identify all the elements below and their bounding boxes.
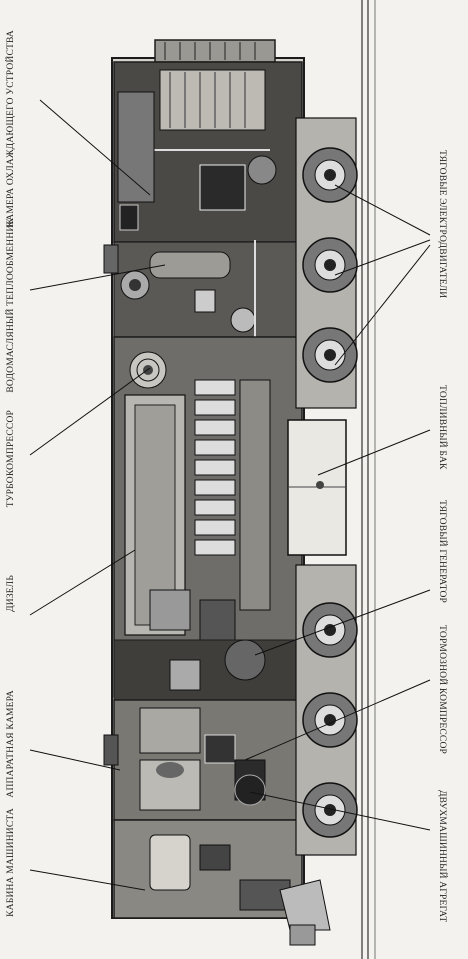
label-driver-cab: КАБИНА МАШИНИСТА	[6, 808, 16, 917]
label-fuel-tank: ТОПЛИВНЫЙ БАК	[437, 385, 447, 470]
label-traction-motors: ТЯГОВЫЕ ЭЛЕКТРОДВИГАТЕЛИ	[437, 150, 447, 299]
heat-exchanger-section	[103, 240, 303, 340]
leader-driver-cab	[29, 869, 146, 891]
label-traction-generator: ТЯГОВЫЙ ГЕНЕРАТОР	[437, 500, 447, 604]
leader-fuel-tank	[317, 429, 431, 476]
rear-bogie	[295, 564, 358, 856]
traction-motor-wheel	[302, 602, 358, 658]
label-heat-exchanger: ВОДОМАСЛЯНЫЙ ТЕПЛООБМЕННИК	[6, 218, 16, 393]
traction-motor-wheel	[302, 692, 358, 748]
label-turbocharger: ТУРБОКОМПРЕССОР	[6, 410, 16, 508]
leader-turbocharger	[29, 367, 151, 456]
front-bogie	[295, 117, 358, 409]
traction-motor-wheel	[302, 782, 358, 838]
leader-cooling-chamber	[39, 99, 151, 196]
traction-motor-wheel	[302, 147, 358, 203]
leader-traction-motor-2	[334, 239, 431, 276]
diesel-section	[113, 336, 303, 698]
traction-motor-wheel	[302, 327, 358, 383]
fuel-tank	[287, 419, 347, 556]
traction-motor-wheel	[302, 237, 358, 293]
label-apparatus-chamber: АППАРАТНАЯ КАМЕРА	[6, 690, 16, 798]
label-cooling-chamber: КАМЕРА ОХЛАЖДАЮЩЕГО УСТРОЙСТВА	[6, 30, 16, 228]
leader-traction-motor-1	[334, 184, 431, 236]
leader-heat-exchanger	[29, 264, 166, 291]
label-motor-generator-set: ДВУХМАШИННЫЙ АГРЕГАТ	[437, 790, 447, 923]
traction-generator-section	[113, 639, 303, 701]
leader-motor-generator-set	[249, 791, 431, 831]
rails	[361, 0, 376, 959]
leader-apparatus-chamber	[29, 749, 121, 771]
leader-traction-motor-3	[334, 244, 431, 366]
leader-brake-compressor	[244, 679, 431, 761]
cooling-chamber-section	[113, 61, 303, 243]
label-diesel: ДИЗЕЛЬ	[6, 575, 16, 612]
driver-cab-section	[113, 819, 331, 946]
label-brake-compressor: ТОРМОЗНОЙ КОМПРЕССОР	[437, 625, 447, 755]
leader-traction-generator	[254, 589, 431, 656]
leader-lines	[29, 99, 431, 891]
leader-diesel	[29, 549, 136, 616]
apparatus-chamber-section	[103, 699, 303, 821]
cylinder-heads	[194, 379, 236, 556]
